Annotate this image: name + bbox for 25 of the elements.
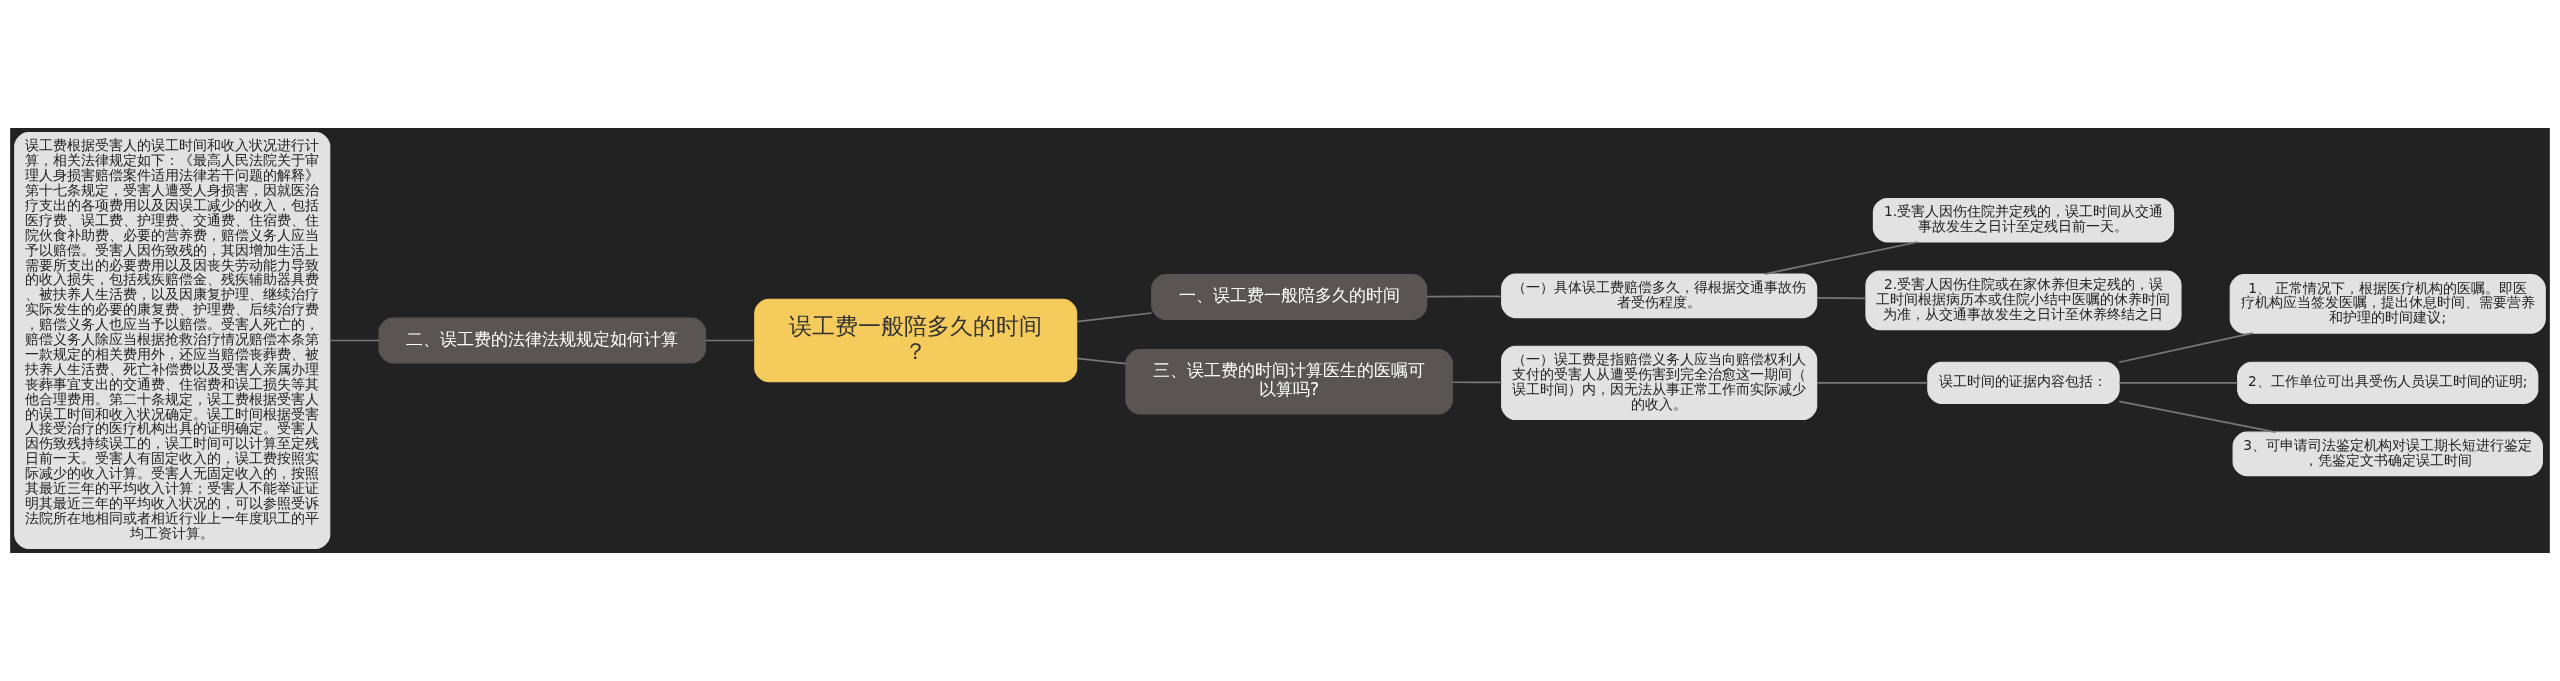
connector: [1763, 241, 1919, 275]
node-box: 误工时间的证据内容包括：: [1927, 361, 2120, 405]
node-box: 1.受害人因伤住院并定残的，误工时间从交通事故发生之日计至定残日前一天。: [1872, 197, 2175, 243]
connector: [1451, 381, 1503, 384]
node-box: 2.受害人因伤住院或在家休养但未定残的，误工时间根据病历本或住院小结中医嘱的休养时间为准，从交通事故发生之日计至休养终结之日: [1865, 270, 2182, 331]
connector: [704, 339, 756, 342]
connector: [2118, 382, 2239, 384]
connector: [1816, 296, 1867, 300]
connector: [1816, 382, 1929, 384]
node-box: （一）具体误工费赔偿多久，得根据交通事故伤者受伤程度。: [1501, 273, 1818, 319]
connector: [2118, 332, 2254, 364]
connector: [1076, 357, 1127, 365]
node-box: （一）误工费是指赔偿义务人应当向赔偿权利人支付的受害人从遭受伤害到完全治愈这一期间（误工时间）内，因无法从事正常工作而实际减少的收入。: [1501, 345, 1818, 421]
connector: [2118, 400, 2277, 433]
node-box: 3、可申请司法鉴定机构对误工期长短进行鉴定，凭鉴定文书确定误工时间: [2232, 431, 2543, 477]
node-box: 三、误工费的时间计算医生的医嘱可以算吗?: [1125, 349, 1453, 415]
node-box: 1、 正常情况下，根据医疗机构的医嘱。即医疗机构应当签发医嘱，提出休息时间、需要营养和护理的时间建议;: [2229, 274, 2546, 334]
node-box: 误工费根据受害人的误工时间和收入状况进行计算，相关法律规定如下：《最高人民法院关于审理人身损害赔偿案件适用法律若干问题的解释》第十七条规定，受害人遭受人身损害，因就医治疗支出的各项费用以及因误工减少的收入，包括医疗费、误工费、护理费、交通费、住宿费、住院伙食补助费、必要的营养费，赔偿义务人应当予以赔偿。受害人因伤致残的，其因增加生活上需要所支出的必要费用以及因丧失劳动能力导致的收入损失，包括残疾赔偿金、残疾辅助器具费、被扶养人生活费，以及因康复护理、继续治疗实际发生的必要的康复费、护理费、后续治疗费，赔偿义务人也应当予以赔偿。受害人死亡的，赔偿义务人除应当根据抢救治疗情况赔偿本条第一款规定的相关费用外，还应当赔偿丧葬费、被扶养人生活费、死亡补偿费以及受害人亲属办理丧葬事宜支出的交通费、住宿费和误工损失等其他合理费用。第二十条规定，误工费根据受害人的误工时间和收入状况确定。误工时间根据受害人接受治疗的医疗机构出具的证明确定。受害人因伤致残持续误工的，误工时间可以计算至定残日前一天。受害人有固定收入的，误工费按照实际减少的收入计算。受害人无固定收入的，按照其最近三年的平均收入计算；受害人不能举证证明其最近三年的平均收入状况的，可以参照受诉法院所在地相同或者相近行业上一年度职工的平均工资计算。: [14, 132, 331, 549]
node-box: 误工费一般陪多久的时间？: [754, 298, 1078, 383]
node-box: 二、误工费的法律法规规定如何计算: [378, 317, 707, 364]
connector: [1425, 295, 1503, 298]
node-box: 一、误工费一般陪多久的时间: [1151, 274, 1428, 320]
connector: [329, 339, 380, 342]
node-box: 2、工作单位可出具受伤人员误工时间的证明;: [2237, 361, 2539, 405]
connector: [1076, 312, 1153, 323]
